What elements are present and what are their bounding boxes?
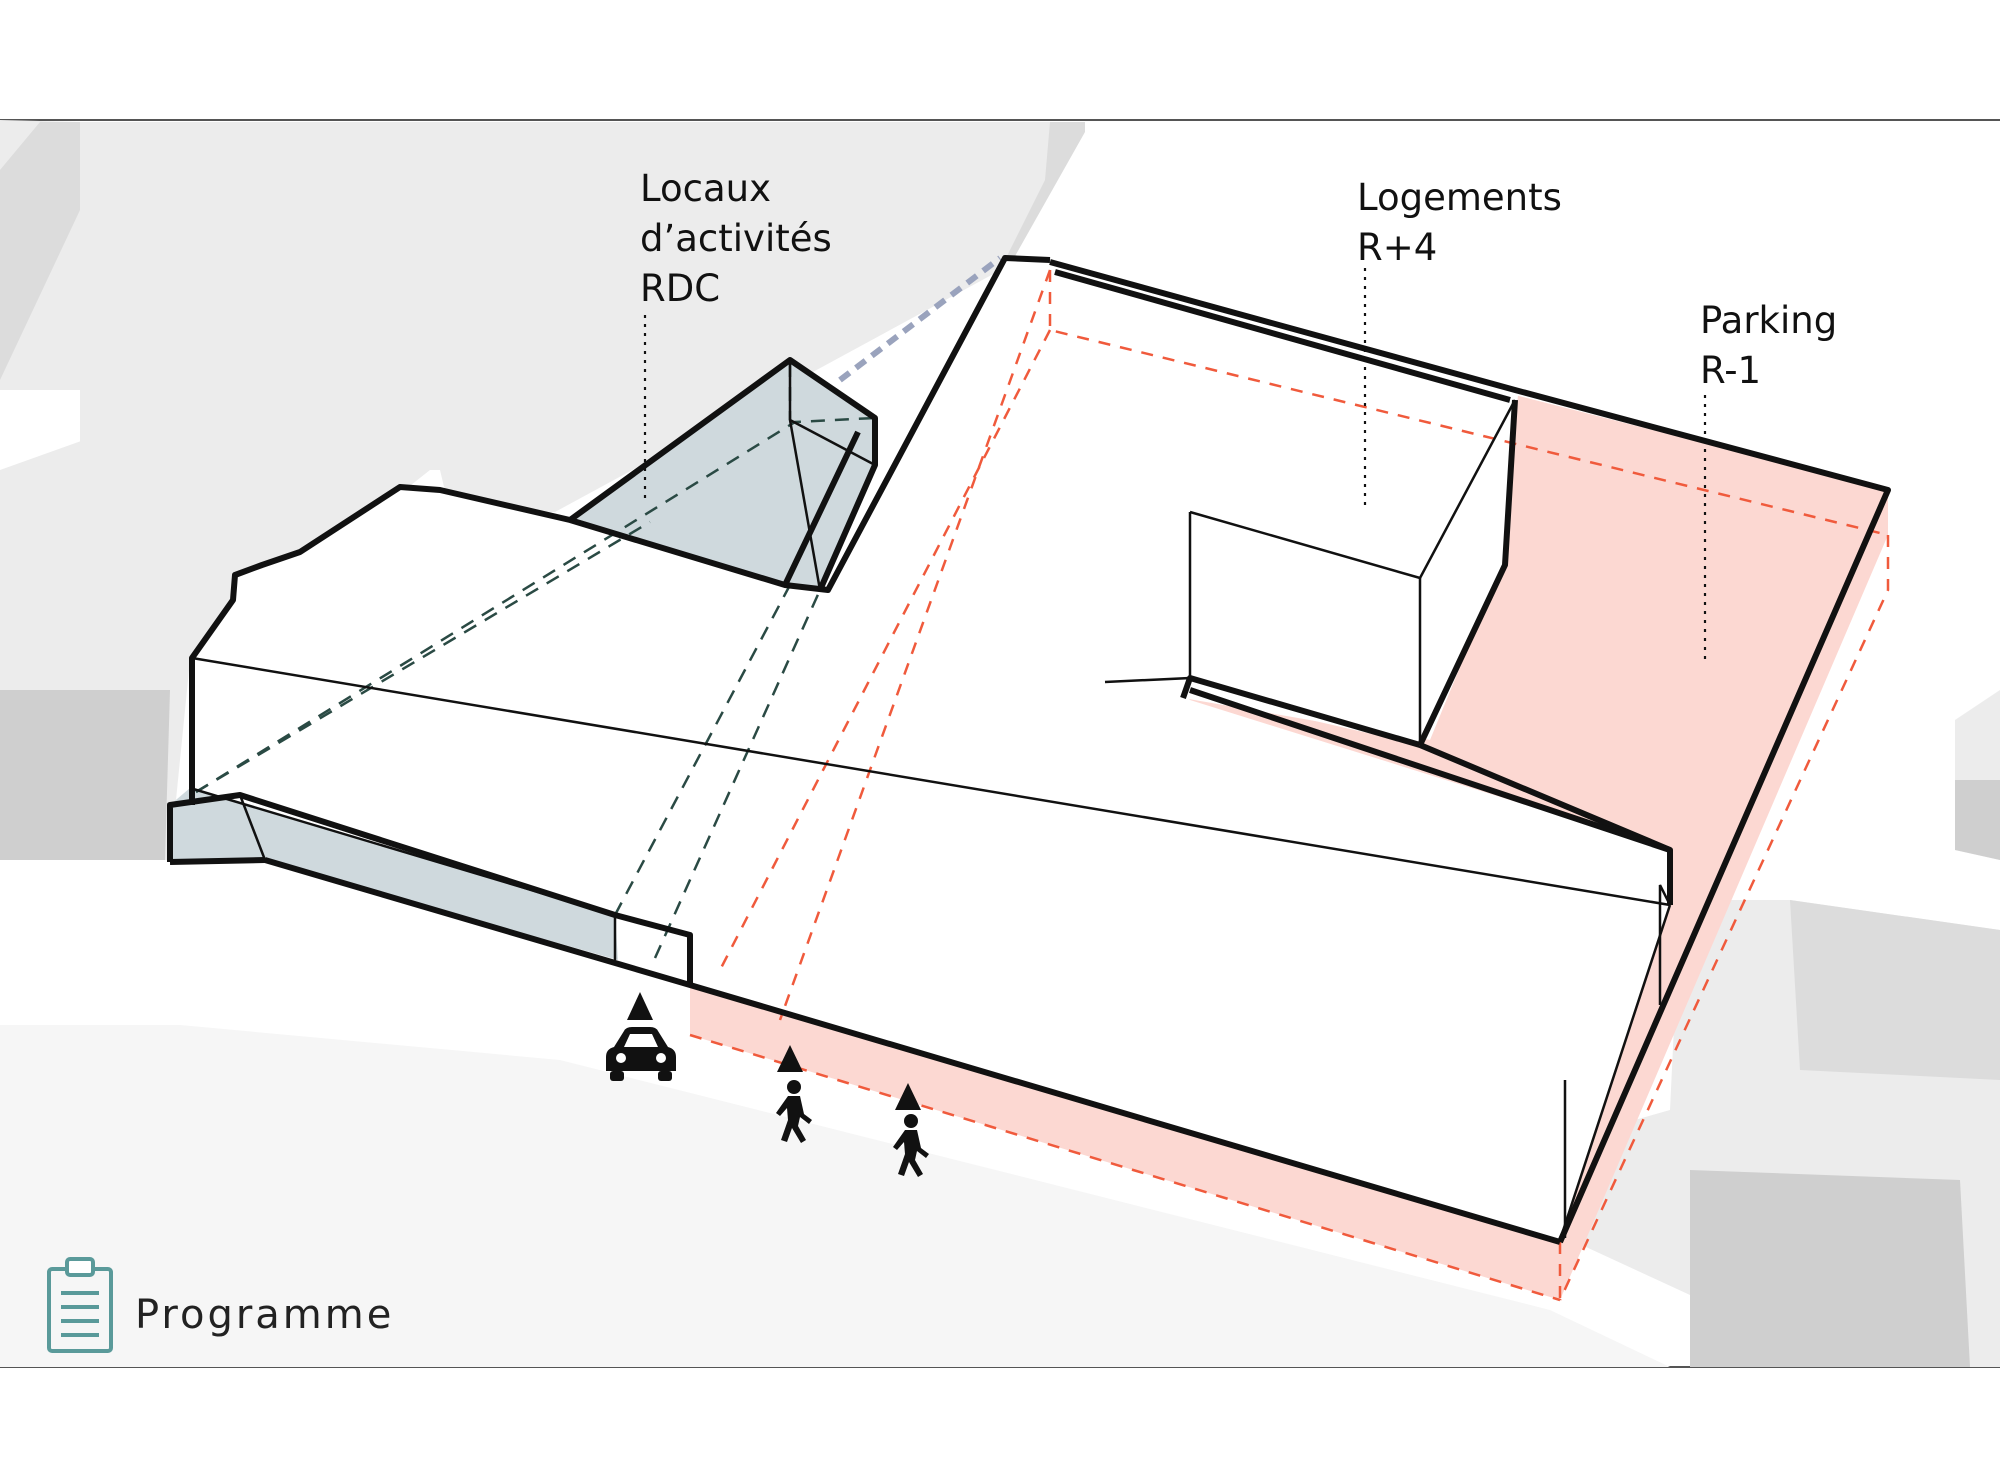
building-mass bbox=[190, 258, 1670, 1242]
context-building-east-face bbox=[1790, 900, 2000, 1080]
outline-locaux-north bbox=[568, 357, 878, 592]
context-building-west-face bbox=[0, 690, 170, 860]
label-parking: Parking R-1 bbox=[1700, 299, 1849, 392]
vehicle-access bbox=[606, 992, 676, 1081]
label-logements: Logements R+4 bbox=[1357, 176, 1574, 269]
label-locaux-line-1: Locaux bbox=[640, 167, 771, 210]
outline-building-main bbox=[189, 255, 1051, 805]
label-parking-line-2: R-1 bbox=[1700, 349, 1761, 392]
parking-dashed-outline bbox=[689, 269, 1890, 1302]
parking-dash-west-1 bbox=[718, 329, 1052, 971]
arrow-up-icon bbox=[627, 992, 653, 1020]
label-locaux: Locaux d’activités RDC bbox=[640, 167, 844, 310]
pedestrian-access-2 bbox=[893, 1083, 929, 1177]
diagram-title: Programme bbox=[135, 1292, 394, 1338]
locaux-south-volume bbox=[170, 788, 618, 960]
label-parking-line-1: Parking bbox=[1700, 299, 1837, 342]
label-locaux-line-3: RDC bbox=[640, 267, 720, 310]
context-building-north-face bbox=[1000, 122, 1085, 270]
outline-locaux-south bbox=[167, 792, 693, 985]
context-dashed-edge bbox=[838, 255, 1002, 383]
context-building-east-lower-face bbox=[1690, 1170, 1970, 1367]
parking-footprint-front bbox=[690, 985, 1560, 1300]
outline-back-edge bbox=[1049, 259, 1891, 1244]
outline-back-edge-double bbox=[1054, 269, 1511, 403]
clipboard-icon bbox=[47, 1257, 113, 1353]
context-buildings bbox=[0, 120, 2000, 1367]
context-building-north bbox=[80, 122, 1085, 512]
edge-locaux-north-b bbox=[789, 418, 876, 467]
parking-footprint bbox=[1178, 395, 1888, 1300]
outline-courtyard-bottom bbox=[1180, 675, 1421, 748]
locaux-dash-2 bbox=[195, 520, 651, 794]
outline-courtyard bbox=[1417, 399, 1518, 747]
arrow-up-icon bbox=[777, 1045, 803, 1072]
outline-parking-bottom bbox=[1189, 687, 1671, 853]
context-building-far-east-face bbox=[1955, 780, 2000, 860]
car-icon bbox=[606, 1027, 676, 1081]
context-building-northwest-face bbox=[0, 122, 80, 380]
building-thick-outlines bbox=[167, 255, 1891, 1245]
pedestrian-icon bbox=[893, 1114, 929, 1177]
parking-dash-front bbox=[689, 1033, 1561, 1302]
edge-corner-east bbox=[1558, 904, 1672, 1241]
outline-locaux-north-inner bbox=[782, 430, 861, 587]
locaux-dash-4 bbox=[653, 589, 822, 959]
edge-east-face bbox=[1658, 884, 1672, 1005]
pedestrian-access-1 bbox=[776, 1045, 812, 1143]
locaux-north-volume bbox=[570, 360, 875, 590]
label-locaux-line-2: d’activités bbox=[640, 217, 832, 260]
label-logements-line-2: R+4 bbox=[1357, 226, 1437, 269]
pedestrian-icon bbox=[776, 1080, 812, 1143]
label-logements-line-1: Logements bbox=[1357, 176, 1562, 219]
context-ground-south bbox=[0, 1025, 1670, 1367]
parking-dash-west-2 bbox=[778, 269, 1052, 1021]
outline-locaux-south-base bbox=[169, 857, 266, 865]
edge-block-south bbox=[191, 656, 1671, 907]
arrow-up-icon bbox=[895, 1083, 921, 1110]
building-courtyard bbox=[1105, 512, 1425, 740]
parking-dash-east bbox=[1558, 535, 1890, 1301]
